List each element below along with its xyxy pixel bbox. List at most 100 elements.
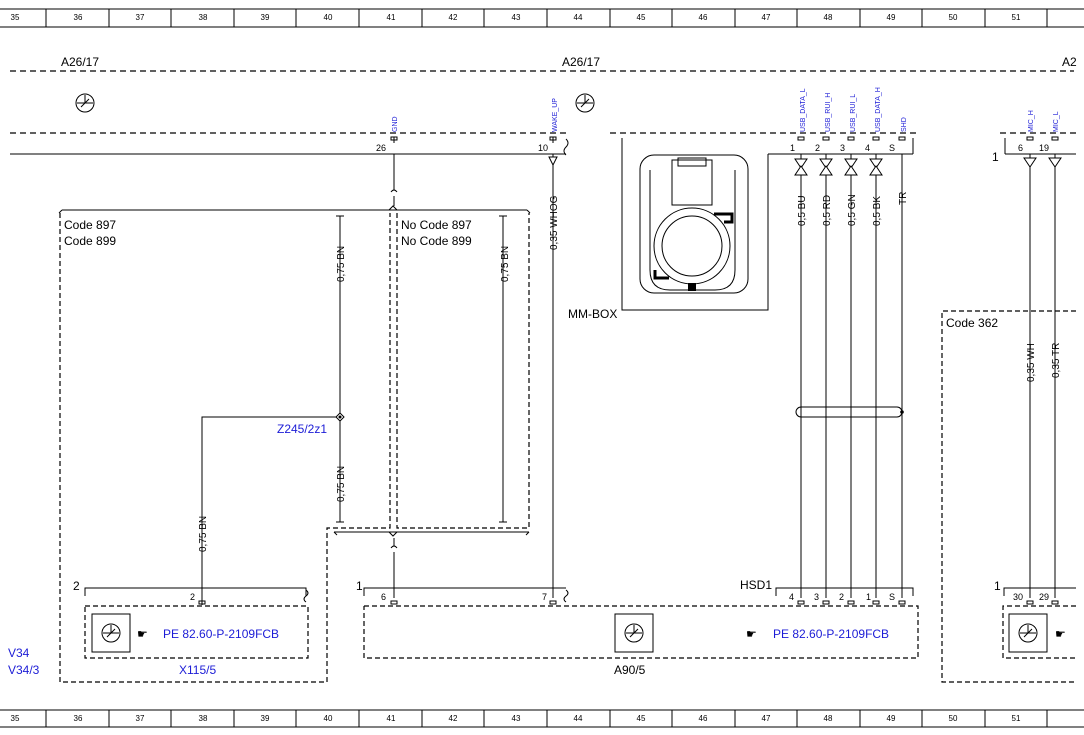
code-899-label: Code 899 <box>64 234 116 248</box>
signal-labels: GND WAKE_UP USB_DATA_L USB_RUI_H USB_RUI… <box>392 87 1060 132</box>
ruler-label: 49 <box>887 13 896 22</box>
ruler-label: 46 <box>699 714 708 723</box>
connector-icon <box>1008 613 1048 653</box>
ruler-label: 46 <box>699 13 708 22</box>
top-ruler: 35 36 37 38 39 40 41 42 43 44 45 46 47 4… <box>0 8 1084 28</box>
pin-4: 4 <box>865 143 870 153</box>
code-362-label: Code 362 <box>946 316 998 330</box>
hsd1-label: HSD1 <box>740 578 772 592</box>
ruler-label: 35 <box>11 13 20 22</box>
pe-reference-link-right[interactable]: PE 82.60-P-2109FCB <box>773 627 889 641</box>
wire-label-bn-2: 0,75 BN <box>500 246 511 282</box>
code-boxes-left: Code 897 Code 899 No Code 897 No Code 89… <box>58 205 531 683</box>
pointing-hand-icon: ☛ <box>1055 627 1066 641</box>
pointing-hand-icon: ☛ <box>137 627 148 641</box>
a26-17-mid-label: A26/17 <box>562 55 600 69</box>
ruler-label: 42 <box>449 714 458 723</box>
x115-5-connector: 2 2 ☛ PE 82.60-P-2109FCB X115/5 <box>73 579 309 677</box>
wire-label-bn-1: 0,75 BN <box>336 246 347 282</box>
v34-3-link[interactable]: V34/3 <box>8 663 40 677</box>
wire-label-tr-035: 0,35 TR <box>1051 343 1062 378</box>
pin-s: S <box>889 143 895 153</box>
code-362-box: Code 362 0,35 WH 0,35 TR <box>941 154 1076 683</box>
a26-17-box: A26/17 A26/17 A2 <box>10 55 1077 134</box>
ruler-label: 51 <box>1012 714 1021 723</box>
wire-label-tr: TR <box>898 192 909 205</box>
mm-box: MM-BOX <box>568 138 769 321</box>
signal-usb-data-l: USB_DATA_L <box>800 88 807 132</box>
pin-19: 19 <box>1039 143 1049 153</box>
connector-icon <box>91 613 131 653</box>
x115-pin-2: 2 <box>190 592 195 602</box>
ruler-label: 35 <box>11 714 20 723</box>
ruler-label: 44 <box>574 714 583 723</box>
pin-6: 6 <box>1018 143 1023 153</box>
v34-link[interactable]: V34 <box>8 646 30 660</box>
signal-usb-rui-h: USB_RUI_H <box>825 93 832 132</box>
a90-pin-6: 6 <box>381 592 386 602</box>
pointing-hand-icon: ☛ <box>746 627 757 641</box>
ground-symbol-icon <box>575 93 595 113</box>
pin-1: 1 <box>790 143 795 153</box>
pin-right-1: 1 <box>992 150 999 164</box>
code-897-label: Code 897 <box>64 218 116 232</box>
right-pin-1-outer: 1 <box>994 579 1001 593</box>
ruler-label: 40 <box>324 13 333 22</box>
pin-3: 3 <box>840 143 845 153</box>
ruler-label: 49 <box>887 714 896 723</box>
ruler-label: 38 <box>199 13 208 22</box>
ruler-label: 51 <box>1012 13 1021 22</box>
ruler-label: 43 <box>512 714 521 723</box>
ruler-label: 45 <box>637 714 646 723</box>
signal-wake-up: WAKE_UP <box>552 98 559 132</box>
bottom-ruler: 35 36 37 38 39 40 41 42 43 44 45 46 47 4… <box>0 709 1084 728</box>
ruler-label: 39 <box>261 13 270 22</box>
pin-2: 2 <box>815 143 820 153</box>
signal-usb-rui-l: USB_RUI_L <box>850 94 857 132</box>
a90-pin-7: 7 <box>542 592 547 602</box>
ruler-label: 50 <box>949 13 958 22</box>
ruler-label: 47 <box>762 13 771 22</box>
pin-26: 26 <box>376 143 386 153</box>
whog-wire: 0,35 WHOG <box>548 154 560 598</box>
ruler-label: 43 <box>512 13 521 22</box>
right-pin-29: 29 <box>1039 592 1049 602</box>
signal-mic-h: MIC_H <box>1028 110 1035 132</box>
wire-label-whog: 0,35 WHOG <box>549 195 560 250</box>
a90-pin-1-outer: 1 <box>356 579 363 593</box>
ruler-label: 37 <box>136 714 145 723</box>
a26-connector-row: 26 10 1 2 3 4 S 1 6 19 <box>10 136 1076 164</box>
ruler-label: 37 <box>136 13 145 22</box>
no-code-897-label: No Code 897 <box>401 218 472 232</box>
ruler-label: 41 <box>387 714 396 723</box>
wire-label-bk: 0,5 BK <box>872 196 883 226</box>
ruler-label: 41 <box>387 13 396 22</box>
hsd-pin-1: 1 <box>866 592 871 602</box>
splice-label[interactable]: Z245/2z1 <box>277 422 327 436</box>
pin-10: 10 <box>538 143 548 153</box>
x115-5-label[interactable]: X115/5 <box>179 663 216 677</box>
right-pin-30: 30 <box>1013 592 1023 602</box>
ruler-label: 48 <box>824 13 833 22</box>
signal-gnd: GND <box>392 116 399 132</box>
mm-box-label: MM-BOX <box>568 307 617 321</box>
ruler-label: 45 <box>637 13 646 22</box>
no-code-899-label: No Code 899 <box>401 234 472 248</box>
a90-5-connector: 1 6 7 HSD1 4 3 2 1 S ☛ PE 82.60-P-2109FC… <box>356 578 919 677</box>
hsd-pin-3: 3 <box>814 592 819 602</box>
ruler-label: 42 <box>449 13 458 22</box>
ruler-label: 47 <box>762 714 771 723</box>
usb-wires: 0,5 BU 0,5 RD 0,5 GN 0,5 BK TR <box>794 154 909 598</box>
signal-shd: SHD <box>901 117 908 132</box>
wire-label-bn-3: 0,75 BN <box>336 466 347 502</box>
right-connector: 1 30 29 ☛ <box>994 579 1076 659</box>
signal-mic-l: MIC_L <box>1053 111 1060 132</box>
ruler-label: 48 <box>824 714 833 723</box>
wire-label-bn-4: 0,75 BN <box>198 516 209 552</box>
hsd-pin-4: 4 <box>789 592 794 602</box>
ground-symbol-icon <box>75 93 95 113</box>
pe-reference-link-left[interactable]: PE 82.60-P-2109FCB <box>163 627 279 641</box>
ruler-label: 39 <box>261 714 270 723</box>
connector-icon <box>614 613 654 653</box>
